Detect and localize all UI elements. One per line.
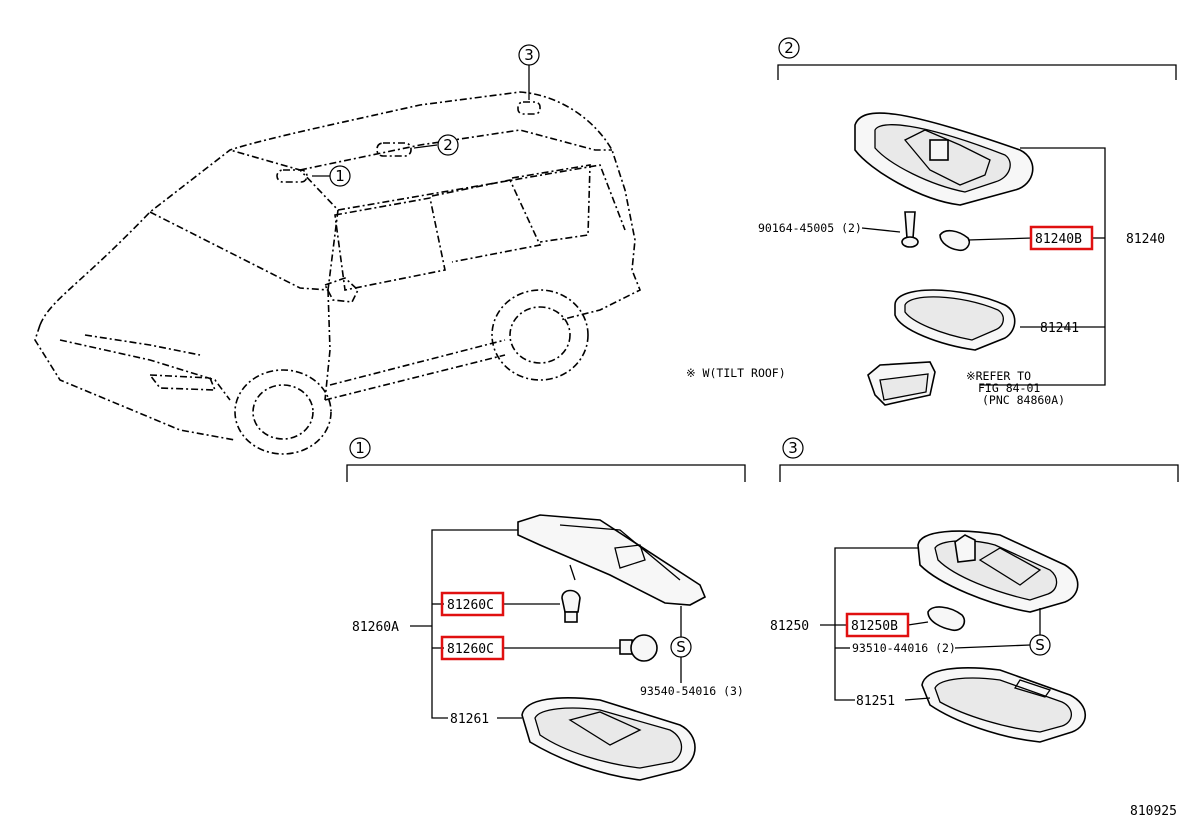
section-2-leaders (861, 147, 1106, 386)
highlight-81250B (845, 612, 910, 638)
highlight-81240B (1029, 225, 1094, 251)
switch-84860A (867, 361, 936, 406)
label-81240: 81240 (1126, 232, 1165, 247)
highlight-81260C-b (440, 635, 505, 661)
svg-text:3: 3 (788, 439, 798, 457)
bulb-81260C-a (561, 589, 581, 623)
screw-90164 (901, 211, 919, 248)
svg-text:2: 2 (784, 39, 794, 57)
svg-text:1: 1 (335, 167, 345, 185)
svg-text:S: S (1035, 636, 1045, 654)
label-93540-54016: 93540-54016 (3) (640, 684, 744, 698)
label-81260C-a: 81260C (447, 598, 494, 613)
svg-text:1: 1 (355, 439, 365, 457)
svg-text:S: S (676, 638, 686, 656)
label-fig-84-01: FIG 84-01 (978, 381, 1040, 395)
label-81250: 81250 (770, 619, 809, 634)
label-81260C-b: 81260C (447, 642, 494, 657)
lens-81251 (921, 667, 1087, 743)
label-tilt-roof-note: ※ W(TILT ROOF) (686, 366, 786, 380)
vehicle-marker-3: 3 (518, 44, 540, 66)
screw-symbol-93540: S (670, 636, 692, 658)
label-refer-to: ※REFER TO (966, 369, 1031, 383)
label-93510-44016: 93510-44016 (2) (852, 641, 956, 655)
section-1-header: 1 (346, 437, 746, 482)
highlight-81260C-a (440, 591, 505, 617)
housing-81240 (854, 112, 1034, 206)
label-81251: 81251 (856, 694, 895, 709)
vehicle-marker-1: 1 (329, 165, 351, 187)
label-81260A: 81260A (352, 620, 399, 635)
label-90164-45005: 90164-45005 (2) (758, 221, 862, 235)
label-81241: 81241 (1040, 321, 1079, 336)
bulb-81260C-b (619, 634, 658, 662)
svg-text:2: 2 (443, 136, 453, 154)
label-81240B: 81240B (1035, 232, 1082, 247)
screw-symbol-93510: S (1029, 634, 1051, 656)
bulb-81240B (939, 229, 971, 252)
section-2-header: 2 (777, 37, 1177, 80)
vehicle-outline (34, 65, 642, 455)
label-pnc-84860A: (PNC 84860A) (982, 393, 1065, 407)
lens-81261 (521, 697, 696, 781)
housing-81260A (517, 514, 707, 606)
label-81250B: 81250B (851, 619, 898, 634)
figure-number: 810925 (1130, 804, 1177, 819)
label-81261: 81261 (450, 712, 489, 727)
housing-81250 (917, 530, 1079, 613)
svg-text:3: 3 (524, 46, 534, 64)
vehicle-marker-2: 2 (437, 134, 459, 156)
lens-81241 (894, 289, 1016, 351)
section-3-header: 3 (779, 437, 1179, 482)
bulb-81250B (927, 606, 966, 632)
section-3-leaders (820, 547, 1041, 701)
